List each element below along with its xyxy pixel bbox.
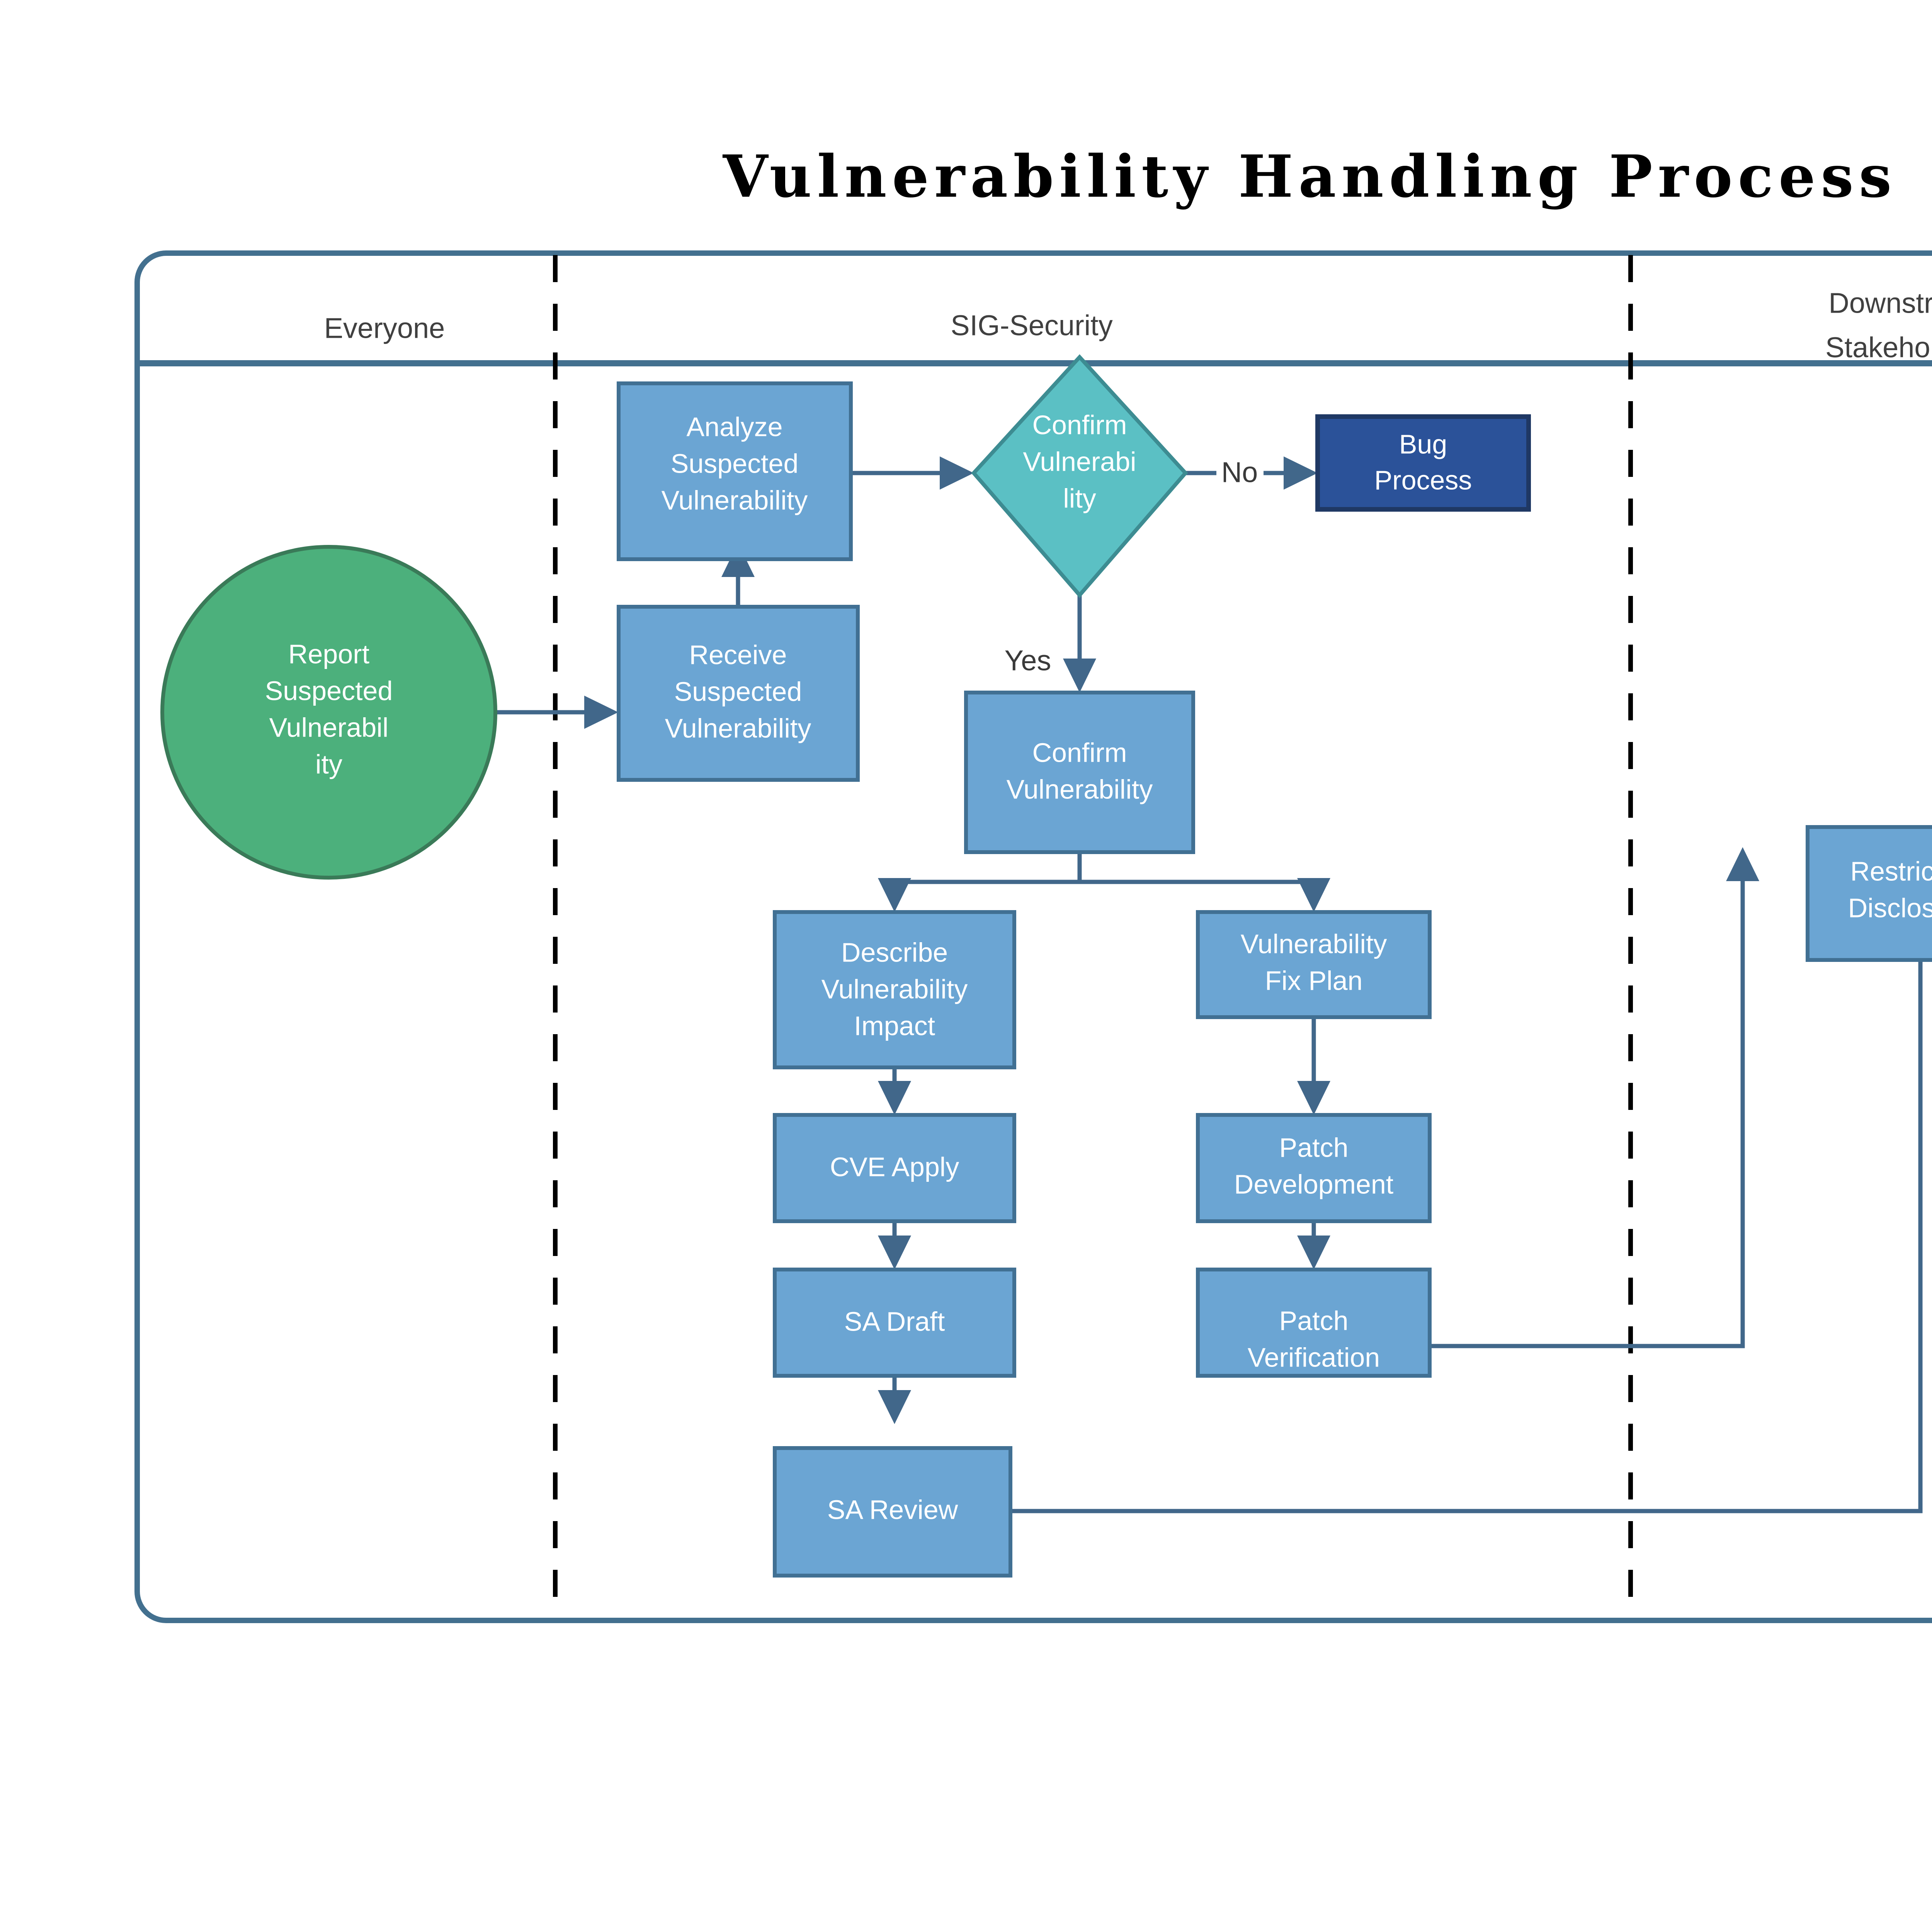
- node-label-line: Disclosure: [1848, 893, 1932, 923]
- node-label-line: Vulnerabil: [269, 712, 389, 742]
- node-label-line: Suspected: [265, 676, 393, 706]
- node-restricted-disclosure[interactable]: Restricted Disclosure: [1806, 825, 1932, 962]
- node-analyze-suspected-vulnerability[interactable]: Analyze Suspected Vulnerability: [617, 381, 853, 561]
- lane-header-downstream-line1: Downstream: [1828, 287, 1932, 319]
- edge-fixplan-to-patchdev: [1297, 1017, 1330, 1115]
- node-label-line: Process: [1374, 465, 1472, 495]
- node-label-line: Report: [288, 639, 369, 669]
- node-label-line: CVE Apply: [830, 1152, 959, 1182]
- node-label-line: Confirm: [1032, 737, 1127, 768]
- edge-confirm-split: [878, 852, 1330, 912]
- node-label-line: Development: [1234, 1169, 1393, 1199]
- node-label-line: Restricted: [1850, 856, 1932, 886]
- edge-sareview-to-restricted: [1009, 900, 1932, 1513]
- edge-decision-yes-to-confirm: [1063, 595, 1096, 693]
- process-box-shape[interactable]: [1196, 1268, 1432, 1378]
- process-box-shape[interactable]: [617, 605, 860, 782]
- node-bug-process[interactable]: Bug Process: [1315, 414, 1531, 512]
- process-box-shape[interactable]: [1806, 825, 1932, 962]
- node-label-line: Verification: [1248, 1342, 1380, 1372]
- node-label-line: Fix Plan: [1265, 965, 1363, 996]
- edge-report-to-receive: [495, 696, 618, 729]
- start-circle-shape[interactable]: [160, 545, 497, 880]
- swimlane-frame: [134, 250, 1932, 1623]
- node-label-line: Impact: [854, 1011, 935, 1041]
- node-receive-suspected-vulnerability[interactable]: Receive Suspected Vulnerability: [617, 605, 860, 782]
- node-label-line: Patch: [1279, 1132, 1349, 1162]
- process-box-shape[interactable]: [617, 381, 853, 561]
- edge-label-yes: Yes: [1005, 645, 1051, 677]
- edge-describe-to-cve: [878, 1067, 911, 1115]
- edge-patchdev-to-patchverify: [1297, 1221, 1330, 1270]
- node-label-line: Patch: [1279, 1305, 1349, 1336]
- node-sa-review[interactable]: SA Review: [773, 1446, 1012, 1578]
- node-label-line: ity: [315, 749, 342, 779]
- node-label-line: Vulnerability: [1241, 929, 1387, 959]
- node-vulnerability-fix-plan[interactable]: Vulnerability Fix Plan: [1196, 910, 1432, 1019]
- process-box-shape[interactable]: [773, 1113, 1016, 1223]
- node-label-line: Suspected: [674, 676, 802, 706]
- node-label-line: Bug: [1399, 429, 1447, 459]
- node-describe-vulnerability-impact[interactable]: Describe Vulnerability Impact: [773, 910, 1016, 1069]
- edge-sadraft-to-sareview: [878, 1376, 911, 1424]
- edge-analyze-to-decision: [851, 456, 974, 490]
- decision-diamond-shape[interactable]: [971, 354, 1188, 598]
- node-patch-development[interactable]: Patch Development: [1196, 1113, 1432, 1223]
- node-label-line: lity: [1063, 483, 1096, 513]
- node-patch-verification[interactable]: Patch Verification: [1196, 1268, 1432, 1378]
- lane-header-sig-security: SIG-Security: [951, 310, 1112, 342]
- node-label-line: SA Review: [827, 1494, 958, 1525]
- edge-decision-no-to-bug-process: [1185, 456, 1318, 490]
- node-confirm-vulnerability-decision[interactable]: Confirm Vulnerabi lity: [971, 354, 1188, 598]
- node-label-line: Vulnerability: [821, 974, 968, 1004]
- node-label-line: Vulnerability: [662, 485, 808, 515]
- node-label-line: SA Draft: [844, 1306, 945, 1336]
- node-label-line: Vulnerability: [1007, 774, 1153, 804]
- lane-header-everyone-left: Everyone: [324, 312, 445, 344]
- node-label-line: Analyze: [686, 412, 782, 442]
- lane-header-downstream-line2: Stakeholders: [1825, 332, 1932, 364]
- page-title: Vulnerability Handling Process: [723, 143, 1897, 211]
- node-sa-draft[interactable]: SA Draft: [773, 1268, 1016, 1378]
- edge-patchverify-to-restricted: [1430, 847, 1759, 1348]
- node-cve-apply[interactable]: CVE Apply: [773, 1113, 1016, 1223]
- node-label-line: Vulnerability: [665, 713, 811, 743]
- node-confirm-vulnerability[interactable]: Confirm Vulnerability: [964, 691, 1195, 854]
- node-label-line: Receive: [689, 640, 787, 670]
- node-label-line: Confirm: [1032, 410, 1127, 440]
- terminator-box-shape[interactable]: [1315, 414, 1531, 512]
- node-label-line: Describe: [841, 937, 948, 967]
- edge-cve-to-sadraft: [878, 1221, 911, 1270]
- edge-label-no: No: [1221, 456, 1258, 488]
- process-box-shape[interactable]: [773, 910, 1016, 1069]
- process-box-shape[interactable]: [773, 1268, 1016, 1378]
- node-label-line: Suspected: [671, 448, 799, 478]
- process-box-shape[interactable]: [773, 1446, 1012, 1578]
- node-label-line: Vulnerabi: [1023, 446, 1136, 477]
- process-box-shape[interactable]: [1196, 910, 1432, 1019]
- process-box-shape[interactable]: [964, 691, 1195, 854]
- node-report-suspected-vulnerability[interactable]: Report Suspected Vulnerabil ity: [160, 545, 497, 880]
- process-box-shape[interactable]: [1196, 1113, 1432, 1223]
